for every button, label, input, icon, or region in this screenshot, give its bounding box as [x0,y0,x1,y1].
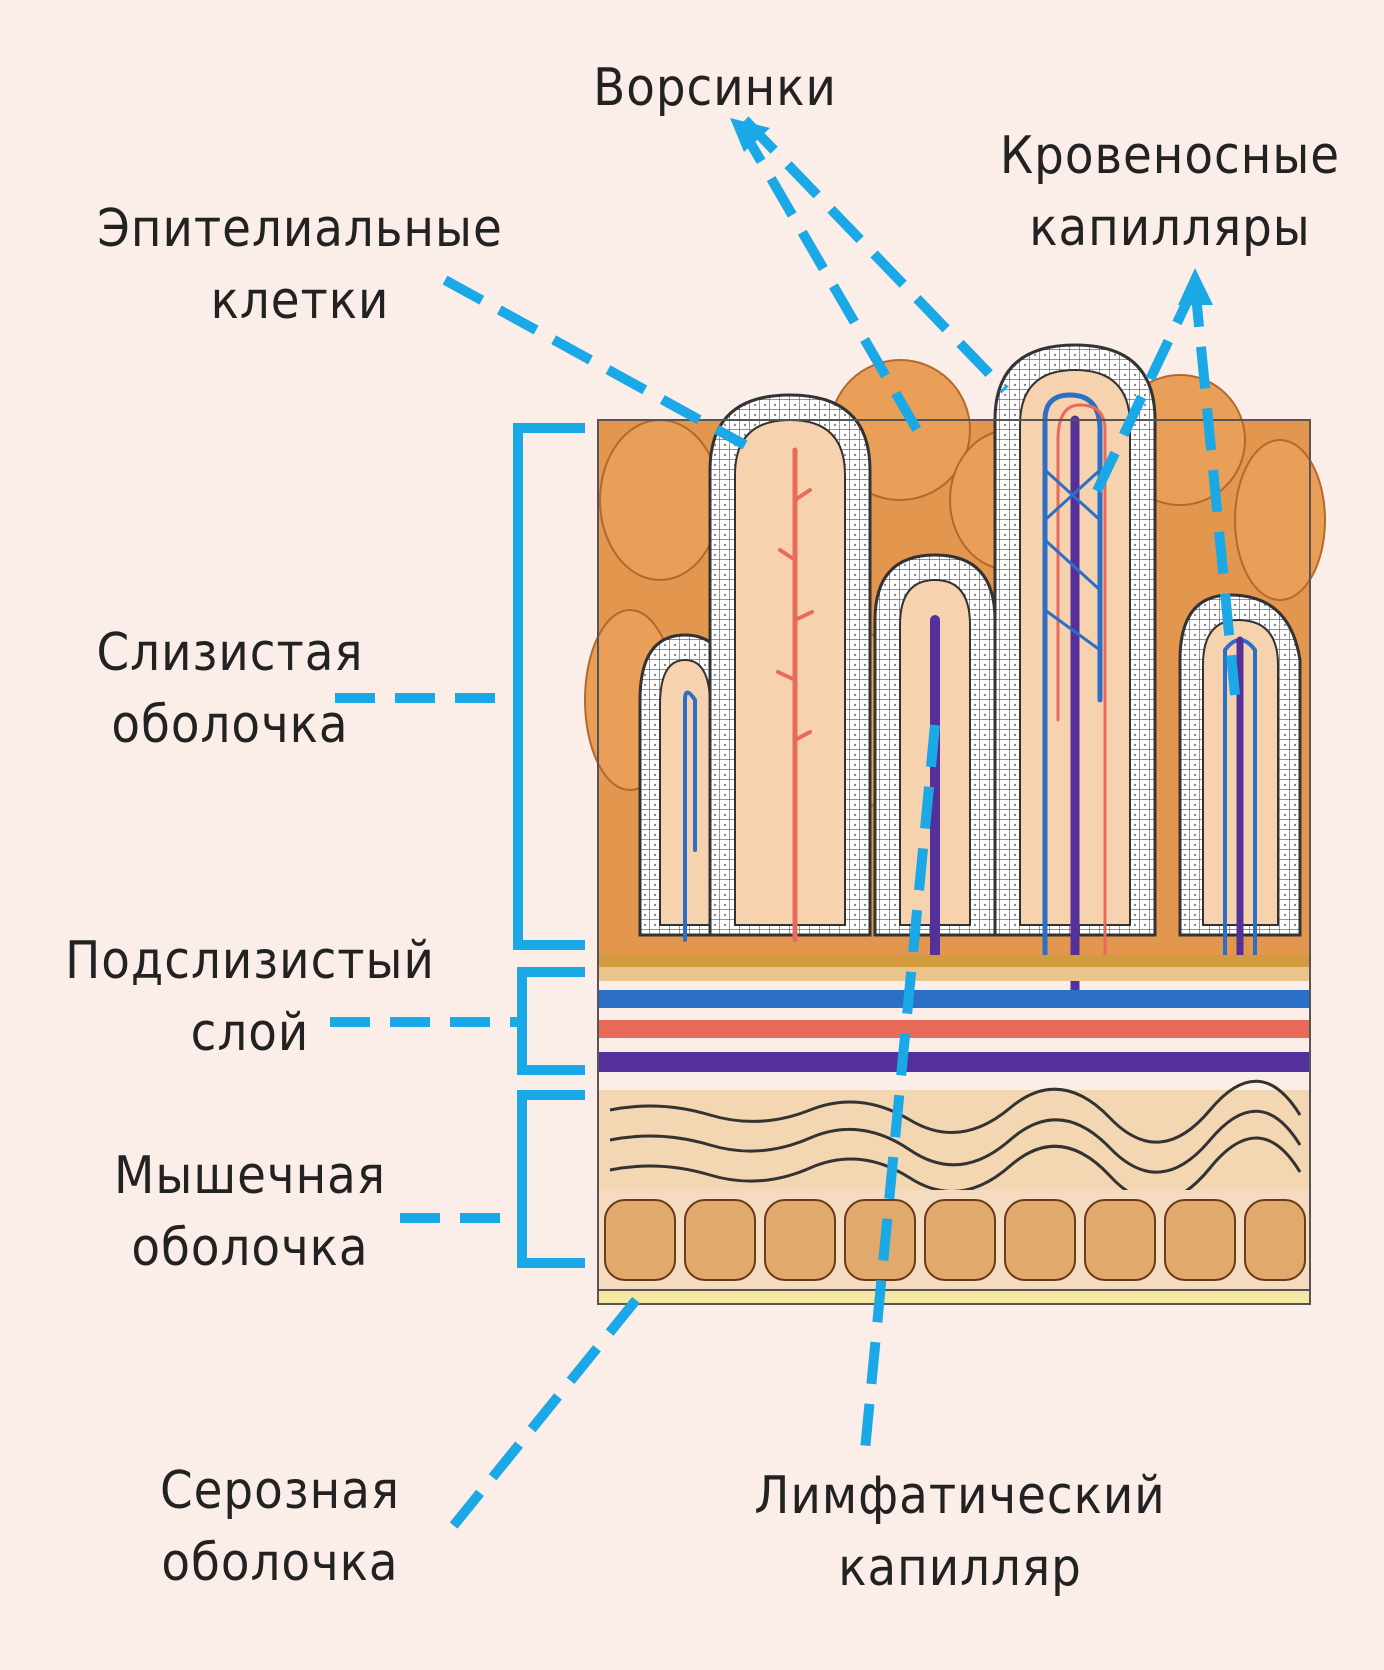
artery-layer [598,1020,1310,1038]
vein-capillary-loop [1042,392,1103,963]
capillaries-leader-1 [1090,282,1200,498]
label-muscularis: Мышечная оболочка [114,1146,386,1278]
mucosa-bracket [513,423,585,950]
capillaries-arrowhead [1178,268,1213,305]
serosa-leader [446,1296,640,1534]
label-serosa: Серозная оболочка [159,1461,401,1593]
epithelial-leader [442,275,748,450]
label-submucosa: Подслизистый слой [65,931,435,1063]
muscle-layers [598,1079,1310,1290]
villi-arrowhead [730,118,770,152]
artery-twigs [776,488,814,742]
lymph-layer [598,1052,1310,1072]
capillaries-leader-2 [1190,284,1240,696]
tissue-outline [597,419,1311,1305]
serosa-band [597,1289,1311,1305]
label-mucosa: Слизистая оболочка [96,623,364,755]
circular-muscle-cells [604,1199,1306,1281]
villi-leader-2 [741,116,1009,394]
villus-vessels [683,392,1257,1005]
label-villi: Ворсинки [593,58,837,118]
leader-arrowheads [730,118,1213,305]
villus-2 [708,393,872,937]
capillary-mesh [1043,468,1102,652]
muscularis-bracket [517,1090,585,1268]
submucosa-bracket [517,967,585,1075]
label-blood-capillaries: Кровеносные капилляры [999,126,1341,258]
label-lymphatic-capillary: Лимфатический капилляр [754,1466,1166,1598]
submucosa-layers [598,955,1310,1072]
vein-layer [598,990,1310,1008]
label-epithelial-cells: Эпителиальные клетки [97,199,503,331]
leader-lines [330,116,1240,1534]
